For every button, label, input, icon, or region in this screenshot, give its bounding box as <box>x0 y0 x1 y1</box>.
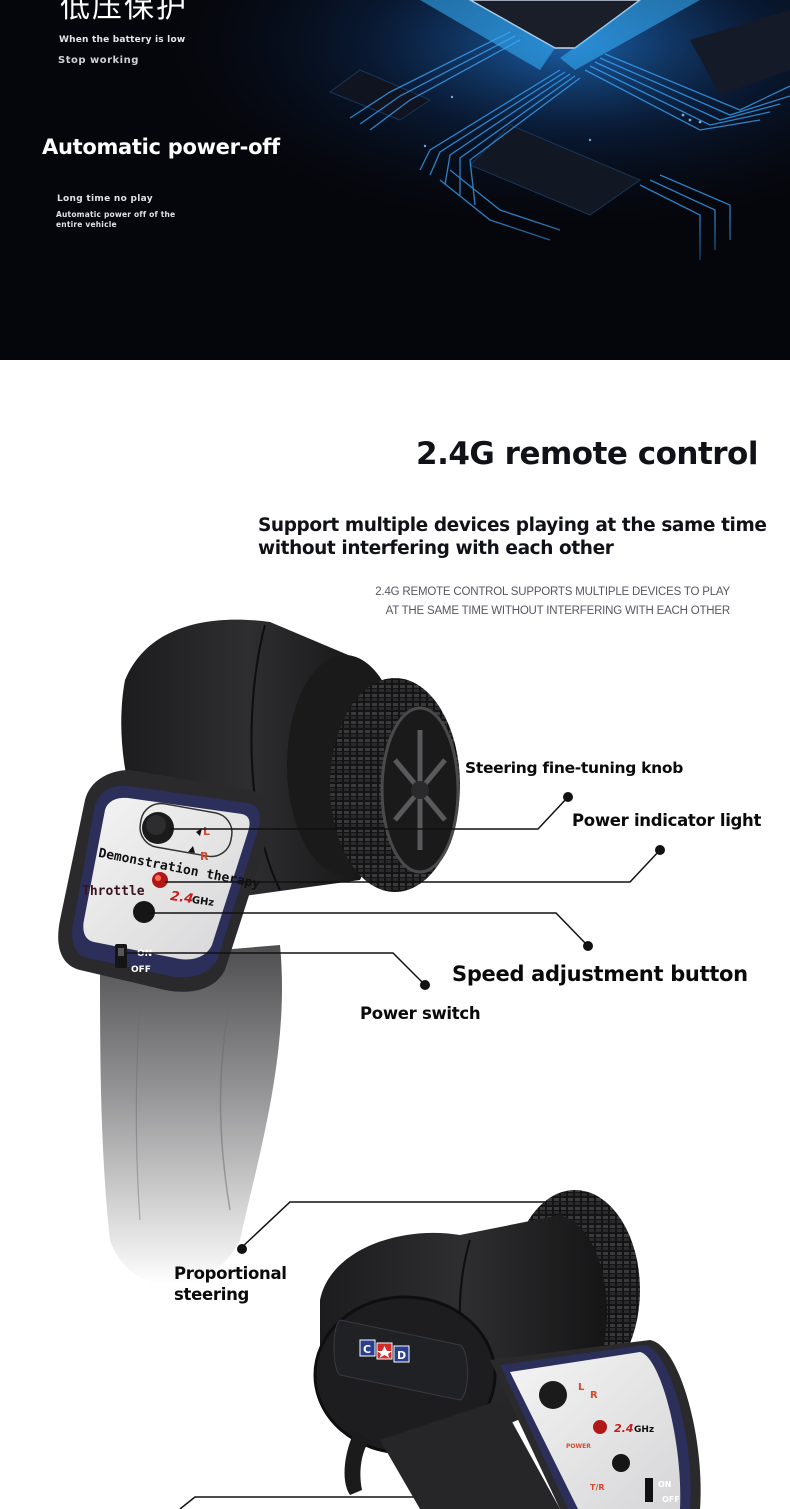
svg-text:R: R <box>590 1390 598 1401</box>
left-label: L <box>203 825 210 838</box>
svg-text:ON: ON <box>658 1480 672 1489</box>
low-voltage-banner: 低压保护 When the battery is low Stop workin… <box>0 0 790 360</box>
svg-text:ON: ON <box>137 949 152 959</box>
svg-text:OFF: OFF <box>131 965 151 975</box>
svg-text:2.4: 2.4 <box>169 889 194 907</box>
svg-text:T/R: T/R <box>590 1483 605 1492</box>
remote-control-subtitle: Support multiple devices playing at the … <box>258 515 767 559</box>
auto-power-off-title: Automatic power-off <box>42 135 280 159</box>
svg-text:C: C <box>363 1343 371 1356</box>
remote-control-description: 2.4G remote control supports multiple de… <box>375 586 730 617</box>
svg-text:L: L <box>578 1382 585 1393</box>
steering-knob-callout: Steering fine-tuning knob <box>465 759 684 777</box>
throttle-overlay-label: Throttle <box>82 884 145 899</box>
long-time-no-play-line: Long time no play <box>57 194 153 204</box>
remote-control-title: 2.4G remote control <box>416 436 758 472</box>
circuit-chip-illustration <box>0 0 790 360</box>
brand-badge: C D <box>359 1339 410 1363</box>
low-voltage-heading: 低压保护 <box>60 0 188 25</box>
power-indicator-callout: Power indicator light <box>572 811 762 830</box>
svg-text:GHz: GHz <box>634 1425 654 1435</box>
auto-power-off-description: Automatic power off of the entire vehicl… <box>56 210 176 229</box>
svg-text:GHz: GHz <box>191 895 215 909</box>
svg-text:D: D <box>397 1349 406 1362</box>
power-switch-callout: Power switch <box>360 1004 481 1023</box>
speed-button-callout: Speed adjustment button <box>452 962 748 986</box>
stop-working-line: Stop working <box>58 55 139 66</box>
svg-text:OFF: OFF <box>662 1495 680 1504</box>
proportional-steering-callout: Proportional steering <box>174 1264 287 1304</box>
low-battery-line: When the battery is low <box>59 35 186 45</box>
right-label: R <box>200 850 209 863</box>
svg-text:2.4: 2.4 <box>614 1422 634 1435</box>
svg-text:POWER: POWER <box>566 1443 591 1450</box>
